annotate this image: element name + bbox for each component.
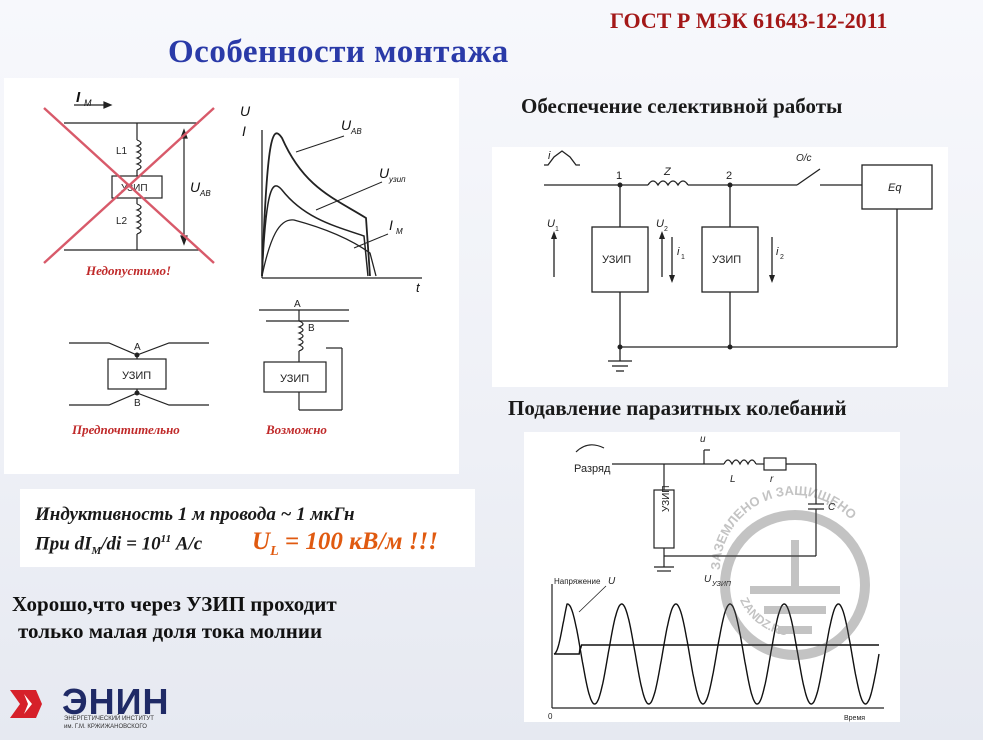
- ul-rest: = 100 кВ/м !!!: [278, 528, 438, 555]
- u-label: u: [700, 434, 706, 445]
- caption-preferable: Предпочтительно: [71, 422, 180, 437]
- curve-uzip-sub: УЗИП: [711, 581, 732, 588]
- slide-title: Особенности монтажа: [168, 34, 509, 70]
- i1-label: i: [677, 246, 680, 258]
- selective-circuit: [544, 150, 933, 372]
- logo-mark-icon: [10, 690, 42, 718]
- suppression-panel: Разряд u УЗИП L r C Напряжение Время 0 U…: [524, 432, 900, 722]
- curve-u-label: U: [608, 576, 616, 587]
- logo-subtitle-1: ЭНЕРГЕТИЧЕСКИЙ ИНСТИТУТ: [64, 716, 154, 722]
- ul-sub: L: [270, 544, 279, 559]
- uab-sub: AB: [199, 189, 211, 198]
- selective-panel: i 1 2 Z O/c Eq УЗИП УЗИП U 1 U 2 i 1 i 2: [492, 147, 948, 387]
- line2-unit: А/с: [171, 533, 203, 555]
- heading-selective: Обеспечение селективной работы: [521, 94, 843, 118]
- l-label: L: [730, 474, 736, 485]
- u2-sub: 2: [664, 226, 668, 233]
- switch-label: O/c: [796, 153, 812, 164]
- i2-sub: 2: [780, 254, 784, 261]
- standard-reference: ГОСТ Р МЭК 61643-12-2011: [610, 8, 888, 33]
- caption-possible: Возможно: [265, 422, 327, 437]
- coil-l2-label: L2: [116, 216, 128, 227]
- i1-sub: 1: [681, 254, 685, 261]
- inductance-box: [20, 489, 475, 567]
- suppression-diagram: Разряд u УЗИП L r C Напряжение Время 0 U…: [548, 434, 884, 722]
- c-label: C: [828, 502, 836, 513]
- logo-name: ЭНИН: [62, 681, 170, 722]
- node-a: [134, 352, 140, 358]
- u1-sub: 1: [555, 226, 559, 233]
- curve-uab-sub: AB: [350, 127, 362, 136]
- suppression-circuit: [551, 444, 884, 709]
- graph-y-label-u: U: [240, 103, 251, 119]
- device-2-label: УЗИП: [712, 254, 741, 266]
- device-label: УЗИП: [121, 183, 148, 194]
- watermark-logo: ЗАЗЕМЛЕНО И ЗАЩИЩЕНО ZANDZ.RU: [708, 483, 870, 660]
- voltage-current-graph: [261, 130, 422, 279]
- selective-diagram: i 1 2 Z O/c Eq УЗИП УЗИП U 1 U 2 i 1 i 2: [544, 150, 933, 372]
- node-b: [134, 390, 140, 396]
- installation-diagrams: I M L1 L2 УЗИП U AB Недопустимо! U I t U…: [43, 89, 422, 437]
- impulse-i-label: i: [548, 150, 551, 162]
- line2-rest: /di = 10: [101, 533, 161, 555]
- u2-label: U: [656, 218, 664, 230]
- curve-uzip-sub: узип: [388, 175, 406, 184]
- point-a-label-1: A: [134, 342, 141, 353]
- possible-circuit: [259, 309, 349, 411]
- curve-im-sub: M: [396, 227, 403, 236]
- point-a-label-2: A: [294, 299, 301, 310]
- current-sub: M: [84, 98, 92, 108]
- line2-prefix: При dI: [35, 533, 92, 555]
- point-b-label-1: B: [134, 398, 141, 409]
- node-1-label: 1: [616, 170, 622, 182]
- inductance-line-1: Индуктивность 1 м провода ~ 1 мкГн: [35, 504, 355, 525]
- conclusion-line-1: Хорошо,что через УЗИП проходит: [12, 592, 337, 616]
- heading-suppression: Подавление паразитных колебаний: [508, 396, 847, 420]
- conclusion-line-2: только малая доля тока молнии: [18, 619, 323, 643]
- current-label: I: [76, 89, 81, 106]
- device-label-preferable: УЗИП: [122, 370, 151, 382]
- eq-label: Eq: [888, 182, 902, 194]
- x-axis-label: Время: [844, 715, 865, 722]
- uab-label: U: [190, 179, 201, 195]
- caption-unacceptable: Недопустимо!: [85, 263, 171, 278]
- voltage-drop-formula: UL = 100 кВ/м !!!: [252, 528, 438, 560]
- line2-sup: 11: [160, 533, 172, 545]
- node-2-label: 2: [726, 170, 732, 182]
- point-b-label-2: B: [308, 323, 315, 334]
- curve-uzip-label: U: [704, 574, 712, 585]
- u1-label: U: [547, 218, 555, 230]
- z-label: Z: [663, 166, 672, 178]
- curve-im-label: I: [389, 217, 393, 233]
- device-vertical-label: УЗИП: [661, 485, 672, 512]
- coil-l1-label: L1: [116, 146, 128, 157]
- line2-sub: M: [91, 545, 102, 558]
- oscillation-curve: [553, 603, 880, 705]
- curve-uzip-label: U: [379, 165, 390, 181]
- source-label: Разряд: [574, 463, 611, 475]
- device-1-label: УЗИП: [602, 254, 631, 266]
- graph-x-label: t: [416, 280, 421, 295]
- device-label-possible: УЗИП: [280, 373, 309, 385]
- r-label: r: [770, 474, 774, 485]
- logo-subtitle-2: им. Г.М. КРЖИЖАНОВСКОГО: [64, 724, 147, 730]
- cross-mark: [43, 107, 215, 264]
- zero-label: 0: [548, 712, 553, 721]
- i2-label: i: [776, 246, 779, 258]
- graph-y-label-i: I: [242, 123, 246, 139]
- inductance-line-2: При dIM/di = 1011 А/с: [35, 533, 202, 557]
- protector-voltage-curve: [554, 644, 879, 655]
- ul-u: U: [252, 528, 271, 555]
- curve-uab-label: U: [341, 117, 352, 133]
- installation-panel: I M L1 L2 УЗИП U AB Недопустимо! U I t U…: [4, 78, 459, 474]
- y-axis-label: Напряжение: [554, 577, 601, 586]
